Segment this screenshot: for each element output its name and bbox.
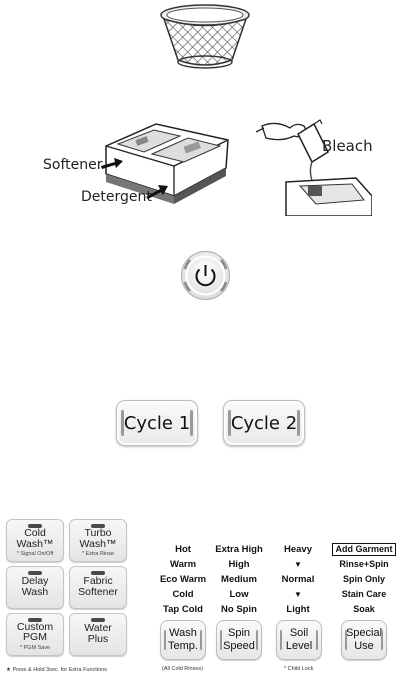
wash-temp-label-line2: Temp. bbox=[168, 640, 198, 652]
option-eco-warm: Eco Warm bbox=[159, 574, 207, 585]
wash-temp-label-line1: Wash bbox=[169, 627, 197, 639]
cold-wash-indicator-led bbox=[28, 524, 42, 528]
turbo-wash-indicator-led bbox=[91, 524, 105, 528]
option-soak: Soak bbox=[353, 604, 375, 614]
option-stain-care: Stain Care bbox=[341, 589, 387, 599]
bleach-pouring-illustration bbox=[256, 112, 372, 216]
turbo-wash-label-line1: Turbo bbox=[84, 527, 112, 539]
detergent-label: Detergent bbox=[81, 189, 152, 205]
power-button[interactable] bbox=[180, 250, 231, 301]
cycle-1-button[interactable]: Cycle 1 bbox=[116, 400, 198, 446]
softener-arrow-icon bbox=[101, 157, 123, 171]
cycle-2-button[interactable]: Cycle 2 bbox=[223, 400, 305, 446]
option-spin-only: Spin Only bbox=[342, 574, 385, 584]
all-cold-rinses-note: (All Cold Rinses) bbox=[162, 666, 203, 672]
spin-speed-button[interactable]: Spin Speed bbox=[216, 620, 262, 660]
option-high: High bbox=[228, 559, 250, 570]
delay-wash-label-line1: Delay bbox=[21, 575, 49, 587]
cold-wash-button[interactable]: Cold Wash™ * Signal On/Off bbox=[6, 519, 64, 562]
delay-wash-indicator-led bbox=[28, 571, 42, 575]
child-lock-note: * Child Lock bbox=[284, 666, 314, 672]
water-plus-indicator-led bbox=[91, 618, 105, 622]
custom-pgm-button[interactable]: Custom PGM * PGM Save bbox=[6, 613, 64, 656]
option-no-spin: No Spin bbox=[221, 604, 257, 615]
special-use-button[interactable]: Special Use bbox=[341, 620, 387, 660]
down-arrow-icon: ▼ bbox=[294, 560, 302, 569]
option-warm: Warm bbox=[169, 559, 197, 570]
water-plus-button[interactable]: Water Plus bbox=[69, 613, 127, 656]
cold-wash-sublabel: * Signal On/Off bbox=[16, 551, 54, 557]
option-heavy: Heavy bbox=[284, 544, 312, 555]
option-tap-cold: Tap Cold bbox=[163, 604, 203, 615]
dispenser-drawer-illustration bbox=[96, 118, 236, 206]
option-add-garment: Add Garment bbox=[332, 543, 396, 556]
cycle-1-label: Cycle 1 bbox=[123, 412, 191, 434]
custom-pgm-label-line1: Custom bbox=[16, 621, 54, 633]
cold-wash-label-line1: Cold bbox=[24, 527, 46, 539]
custom-pgm-label-line2: PGM bbox=[23, 631, 47, 643]
option-cold: Cold bbox=[172, 589, 194, 600]
option-low: Low bbox=[229, 589, 249, 600]
special-use-label-line2: Use bbox=[354, 640, 374, 652]
soil-level-options: Heavy ▼ Normal ▼ Light bbox=[263, 542, 333, 617]
turbo-wash-label-line2: Wash™ bbox=[79, 538, 117, 550]
custom-pgm-indicator-led bbox=[28, 618, 42, 622]
delay-wash-button[interactable]: Delay Wash bbox=[6, 566, 64, 609]
fabric-softener-label-line2: Softener bbox=[78, 586, 118, 598]
spin-speed-options: Extra High High Medium Low No Spin bbox=[204, 542, 274, 617]
wash-temp-button[interactable]: Wash Temp. bbox=[160, 620, 206, 660]
water-plus-label-line1: Water bbox=[84, 622, 112, 634]
option-extra-high: Extra High bbox=[215, 544, 263, 555]
fabric-softener-indicator-led bbox=[91, 571, 105, 575]
soil-level-label-line2: Level bbox=[285, 640, 313, 652]
option-rinse-spin: Rinse+Spin bbox=[339, 559, 389, 569]
turbo-wash-button[interactable]: Turbo Wash™ * Extra Rinse bbox=[69, 519, 127, 562]
wash-temp-options: Hot Warm Eco Warm Cold Tap Cold bbox=[148, 542, 218, 617]
soil-level-button[interactable]: Soil Level bbox=[276, 620, 322, 660]
soil-level-label-line1: Soil bbox=[289, 627, 309, 639]
option-medium: Medium bbox=[221, 574, 257, 585]
cycle-2-label: Cycle 2 bbox=[230, 412, 298, 434]
spin-speed-label-line2: Speed bbox=[223, 640, 255, 652]
laundry-basket-illustration bbox=[158, 2, 252, 72]
bleach-label: Bleach bbox=[322, 137, 373, 155]
water-plus-label-line2: Plus bbox=[87, 633, 109, 645]
fabric-softener-button[interactable]: Fabric Softener bbox=[69, 566, 127, 609]
special-use-label-line1: Special bbox=[345, 627, 383, 639]
option-light: Light bbox=[286, 604, 310, 615]
special-use-options: Add Garment Rinse+Spin Spin Only Stain C… bbox=[322, 542, 406, 617]
turbo-wash-sublabel: * Extra Rinse bbox=[81, 551, 115, 557]
detergent-arrow-icon bbox=[146, 183, 168, 199]
spin-speed-label-line1: Spin bbox=[227, 627, 251, 639]
delay-wash-label-line2: Wash bbox=[21, 586, 49, 598]
option-hot: Hot bbox=[175, 544, 191, 555]
extra-functions-footnote: ★ Press & Hold 3sec. for Extra Functions bbox=[6, 667, 107, 673]
softener-label: Softener bbox=[43, 157, 103, 173]
cold-wash-label-line2: Wash™ bbox=[16, 538, 54, 550]
option-normal: Normal bbox=[281, 574, 315, 585]
fabric-softener-label-line1: Fabric bbox=[83, 575, 113, 587]
power-icon bbox=[180, 250, 231, 301]
down-arrow-icon: ▼ bbox=[294, 590, 302, 599]
custom-pgm-sublabel: * PGM Save bbox=[19, 645, 51, 651]
